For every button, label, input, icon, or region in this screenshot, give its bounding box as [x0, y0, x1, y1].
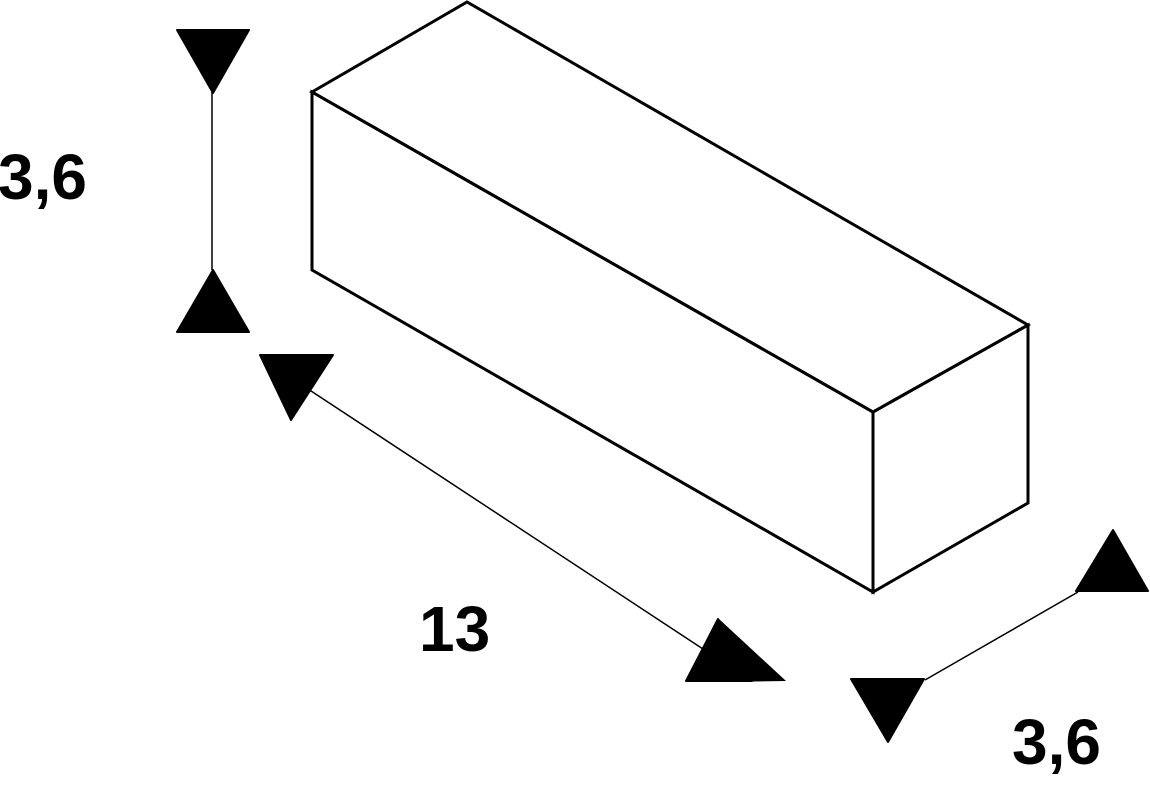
arrow-up-icon — [1075, 529, 1149, 592]
arrow-up-icon — [176, 269, 250, 333]
arrow-up-icon-solid — [685, 618, 753, 682]
height-label: 3,6 — [0, 141, 87, 213]
end-face — [871, 322, 1030, 595]
width-label: 3,6 — [1012, 706, 1101, 778]
length-dimension: 13 — [259, 354, 786, 682]
length-dimension-line — [307, 388, 704, 650]
arrow-down-icon — [850, 678, 925, 743]
width-dimension-line — [924, 591, 1079, 681]
arrow-down-icon — [176, 29, 250, 94]
top-face — [308, 0, 1032, 414]
arrow-down-icon — [259, 354, 334, 421]
block-outline — [308, 0, 1032, 595]
width-dimension: 3,6 — [850, 529, 1149, 778]
height-dimension: 3,6 — [0, 29, 250, 333]
length-label: 13 — [419, 593, 490, 665]
front-face — [310, 89, 875, 595]
